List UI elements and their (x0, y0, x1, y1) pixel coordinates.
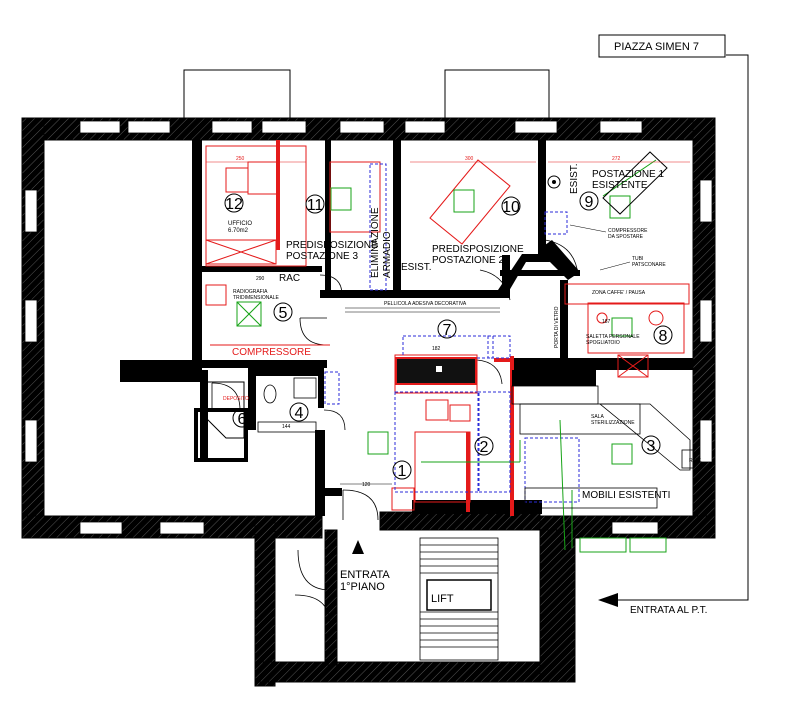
ufficio-label-1: UFFICIO (228, 221, 252, 227)
tubi-label-1: TUBI (632, 256, 643, 262)
armadio-esistente-label-1: ARMADIO (475, 501, 498, 507)
zona-caffe-label: ZONA CAFFE' / PAUSA (592, 290, 646, 296)
dimension-144: 144 (282, 424, 291, 430)
interior-walls (120, 140, 693, 516)
top-balconies (183, 69, 550, 121)
dimension-272: 272 (612, 156, 621, 162)
esist-horizontal-label: ESIST. (401, 262, 432, 273)
dimension-187: 187 (602, 319, 611, 325)
equipment-green (236, 187, 667, 553)
dimension-250: 250 (236, 156, 245, 162)
proposed-red-walls (276, 140, 514, 516)
room-number-1: 1 (398, 463, 407, 480)
mobili-esistenti-label: MOBILI ESISTENTI (582, 490, 670, 501)
rac-label: RAC (279, 273, 300, 284)
sala-sterilizzazione-label-1: SALA (591, 414, 604, 420)
esist-fixture (547, 175, 561, 189)
dimension-300: 300 (465, 156, 474, 162)
tubi-label-2: PATSCONARE (632, 262, 666, 268)
address-label: PIAZZA SIMEN 7 (614, 41, 699, 53)
dimension-290: 290 (256, 276, 265, 282)
predisposizione-3-label-1: PREDISPOSIZIONE (286, 240, 378, 251)
equipment-chair-8 (611, 317, 633, 337)
risc-label-2: RISC. (689, 458, 702, 464)
entrance-arrow-pt (598, 593, 618, 607)
staircase (419, 537, 499, 661)
equipment-chair-5 (236, 301, 262, 327)
equipment-chair-9 (609, 195, 631, 219)
postazione-1-chair (602, 151, 668, 215)
room-number-5: 5 (279, 305, 288, 322)
postazione-1-label-2: ESISTENTE (592, 180, 648, 191)
address-box (598, 34, 726, 58)
eliminazione-label-1: ELIMINAZIONE (370, 207, 381, 278)
entrance-floor-label-1: ENTRATA (340, 569, 390, 581)
room-number-2: 2 (480, 439, 489, 456)
equipment-chair-10 (453, 189, 475, 213)
dimension-120: 120 (362, 482, 371, 488)
predisposizione-2-label-1: PREDISPOSIZIONE (432, 244, 524, 255)
eliminazione-label-2: ARMADIO (382, 231, 393, 278)
sala-sterilizzazione-label-2: STERILIZZAZIONE (591, 420, 635, 426)
dimension-182: 182 (432, 346, 441, 352)
doors (211, 239, 579, 626)
equipment-chair-1 (367, 431, 389, 455)
radiografia-label-2: TRIDIMENSIONALE (233, 295, 280, 301)
room-number-4: 4 (295, 405, 304, 422)
pellicola-label: PELLICOLA ADESIVA DECORATIVA (384, 301, 467, 307)
deposito-room-outline (205, 381, 245, 439)
armadio-esistente-label-2: ESISTENTE (475, 507, 503, 513)
room-number-7: 7 (443, 322, 452, 339)
equipment-chair-11 (330, 187, 352, 211)
carta-label: PORTA DI VETRO (554, 306, 560, 348)
room-number-12: 12 (225, 196, 243, 213)
compressore-spostare-label-2: DA SPOSTARE (608, 234, 644, 240)
furniture-dashed (324, 163, 580, 503)
sterilization-cabinets (511, 385, 695, 509)
predisposizione-3-label-2: POSTAZIONE 3 (286, 251, 358, 262)
equipment-chair-3 (611, 443, 633, 465)
compressore-spostare-label-1: COMPRESSORE (608, 228, 648, 234)
room-number-9: 9 (585, 194, 594, 211)
postazione-1-label-1: POSTAZIONE 1 (592, 169, 664, 180)
room-number-markers (224, 191, 673, 480)
deposito-label: DEPOSITO (223, 396, 249, 402)
risc-label-1: RISC. (523, 503, 536, 509)
ufficio-label-2: 6.70m2 (228, 228, 249, 234)
room-number-6: 6 (238, 411, 247, 428)
angled-walls (194, 240, 580, 462)
entrance-pt-label: ENTRATA AL P.T. (630, 605, 707, 616)
entrance-floor-label-2: 1°PIANO (340, 581, 385, 593)
bathroom-fixtures (257, 377, 317, 433)
external-route (610, 54, 749, 601)
sterilization-counter (512, 370, 596, 386)
lift-label: LIFT (431, 593, 454, 605)
entrance-arrow-floor (352, 540, 364, 554)
room-number-11: 11 (307, 197, 324, 214)
esist-vertical-label: ESIST. (569, 163, 580, 194)
windows (24, 120, 713, 535)
room-number-8: 8 (659, 328, 668, 345)
room-number-10: 10 (502, 199, 520, 216)
salotto-label-1: SALETTA PERSONALE (586, 334, 640, 340)
compressore-label: COMPRESSORE (232, 347, 311, 358)
room-number-3: 3 (647, 438, 656, 455)
radiografia-label-1: RADIOGRAFIA (233, 289, 268, 295)
predisposizione-2-label-2: POSTAZIONE 2 (432, 255, 504, 266)
salotto-label-2: SPOGLIATOIO (586, 340, 620, 346)
